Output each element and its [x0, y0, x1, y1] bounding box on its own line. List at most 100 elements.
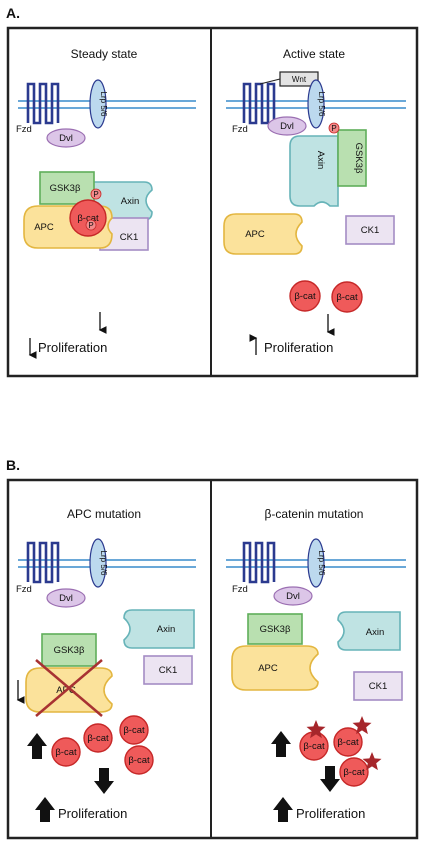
axin-protein	[289, 135, 339, 207]
beta-catenin	[331, 281, 363, 313]
gsk3b-label: GSK3β	[54, 645, 85, 656]
beta-catenin-label: β-cat	[337, 737, 359, 748]
section-label-a: A.	[6, 5, 20, 21]
panel-beta-catenin-mutation: β-catenin mutation Fzd Lrp 5/6 Dvl Axin …	[226, 507, 406, 822]
phosphate	[85, 219, 97, 231]
lrp-label: Lrp 5/6	[317, 92, 326, 117]
ck1-label: CK1	[159, 665, 177, 676]
mutation-star-icon	[352, 716, 372, 735]
panel-apc-mutation: APC mutation Fzd Lrp 5/6 Dvl Axin CK1 GS…	[16, 507, 196, 822]
beta-catenin-label: β-cat	[77, 213, 99, 224]
beta-catenin	[124, 745, 154, 775]
frizzled-receptor	[242, 541, 276, 584]
beta-catenin-label: β-cat	[87, 733, 109, 744]
phosphate-label: P	[331, 124, 336, 133]
lrp-receptor	[307, 79, 325, 129]
ck1-protein	[353, 671, 403, 701]
frizzled-receptor	[242, 82, 276, 125]
apc-label: APC	[34, 222, 54, 233]
dvl-label: Dvl	[59, 133, 73, 144]
dvl-protein	[267, 116, 307, 136]
axin-protein	[337, 611, 401, 651]
fzd-label: Fzd	[16, 124, 32, 135]
dvl-label: Dvl	[286, 591, 300, 602]
ck1-label: CK1	[369, 681, 387, 692]
apc-label: APC	[245, 229, 265, 240]
ck1-protein	[345, 215, 395, 245]
apc-protein	[223, 213, 303, 255]
gsk3b-protein	[41, 633, 97, 667]
phosphate-label: P	[88, 221, 93, 230]
axin-label: Axin	[157, 624, 175, 635]
gsk3b-protein	[39, 171, 95, 205]
panel-title: Active state	[283, 47, 345, 61]
beta-catenin-label: β-cat	[294, 291, 316, 302]
proliferation-label: Proliferation	[296, 806, 365, 821]
panel-steady-state: Steady state Fzd Lrp 5/6 Dvl Axin CK1 GS…	[16, 47, 196, 359]
apc-protein-mutated	[25, 667, 113, 713]
gsk3b-label: GSK3β	[50, 183, 81, 194]
beta-catenin-mutated	[333, 727, 363, 757]
dvl-protein	[273, 586, 313, 606]
frizzled-receptor	[26, 541, 60, 584]
gsk3b-protein	[247, 613, 303, 645]
proliferation-label: Proliferation	[264, 340, 333, 355]
panel-active-state: Active state Fzd Wnt Lrp 5/6 Dvl Axin GS…	[223, 47, 406, 355]
beta-catenin	[119, 715, 149, 745]
up-arrow-bold	[271, 731, 291, 757]
phosphate	[90, 188, 102, 200]
wnt-connector	[259, 78, 281, 85]
ck1-label: CK1	[361, 225, 379, 236]
proliferation-label: Proliferation	[58, 806, 127, 821]
frizzled-receptor	[26, 82, 60, 125]
down-arrow-bold	[94, 768, 114, 794]
beta-catenin-label: β-cat	[336, 292, 358, 303]
down-arrow-bold	[320, 766, 340, 792]
ck1-protein	[143, 655, 193, 685]
lrp-label: Lrp 5/6	[99, 92, 108, 117]
axin-label: Axin	[315, 151, 326, 169]
axin-protein	[123, 609, 195, 649]
beta-catenin-mutated	[339, 757, 369, 787]
panel-title: β-catenin mutation	[265, 507, 364, 521]
beta-catenin	[83, 723, 113, 753]
membrane	[18, 559, 196, 568]
beta-catenin-label: β-cat	[303, 741, 325, 752]
gsk3b-protein	[337, 129, 367, 187]
lrp-receptor	[89, 538, 107, 588]
lrp-label: Lrp 5/6	[99, 551, 108, 576]
dvl-label: Dvl	[59, 593, 73, 604]
beta-catenin-label: β-cat	[128, 755, 150, 766]
dvl-label: Dvl	[280, 121, 294, 132]
panel-title: Steady state	[71, 47, 138, 61]
up-arrow-bold	[27, 733, 47, 759]
beta-catenin-label: β-cat	[343, 767, 365, 778]
membrane	[18, 100, 196, 109]
up-arrow-bold	[35, 797, 55, 822]
beta-catenin-label: β-cat	[55, 747, 77, 758]
section-label-b: B.	[6, 457, 20, 473]
fzd-label: Fzd	[232, 584, 248, 595]
dvl-protein	[46, 128, 86, 148]
up-arrow-bold	[273, 797, 293, 822]
gsk3b-label: GSK3β	[260, 624, 291, 635]
phosphate	[328, 122, 340, 134]
fzd-label: Fzd	[16, 584, 32, 595]
beta-catenin	[289, 280, 321, 312]
gsk3b-label: GSK3β	[353, 143, 364, 174]
phosphate-label: P	[93, 190, 98, 199]
panel-title: APC mutation	[67, 507, 141, 521]
axin-label: Axin	[121, 196, 139, 207]
fzd-label: Fzd	[232, 124, 248, 135]
mutation-star-icon	[306, 720, 326, 739]
beta-catenin	[51, 737, 81, 767]
lrp-receptor	[89, 79, 107, 129]
apc-label: APC	[258, 663, 278, 674]
ck1-label: CK1	[120, 232, 138, 243]
lrp-label: Lrp 5/6	[317, 551, 326, 576]
mutation-cross	[35, 659, 103, 717]
dvl-protein	[46, 588, 86, 608]
beta-catenin	[69, 199, 107, 237]
beta-catenin-label: β-cat	[123, 725, 145, 736]
